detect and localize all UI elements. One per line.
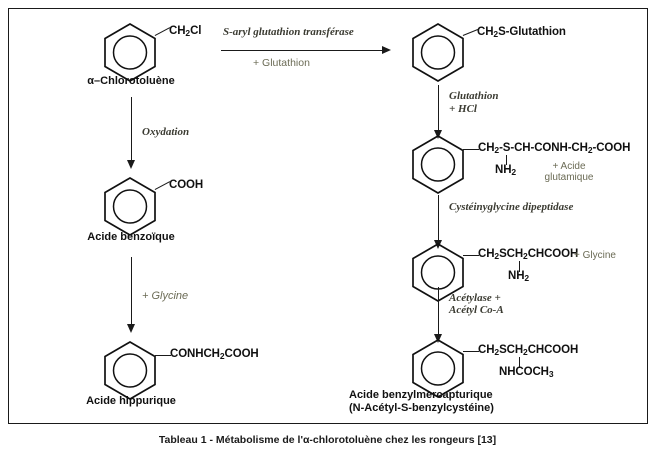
cofactor-glycine-left: + Glycine — [142, 290, 189, 302]
benzene-ring-chlorotoluene — [101, 21, 159, 83]
benzene-ring-hippuric-acid — [101, 339, 159, 401]
arrow-glycine-conjugation — [126, 257, 137, 333]
byproduct-glutamic-acid-line2: glutamique — [544, 172, 594, 183]
formula-s-glutathione: CH2S-Glutathion — [477, 26, 566, 39]
byproduct-glutamic-acid-line1: + Acide — [552, 161, 586, 172]
enzyme-glutathione-step-line1: Glutathion — [449, 90, 499, 102]
formula-cysteine-conjugate: CH2SCH2CHCOOH — [478, 248, 579, 261]
diagram-frame: CH2Cl α–Chlorotoluène Oxydation COOH Aci… — [8, 8, 648, 424]
formula-mercapturic-acid: CH2SCH2CHCOOH — [478, 344, 579, 357]
formula-acetamido-branch: NHCOCH3 — [499, 366, 554, 379]
label-mercapturic-acid-line2: (N-Acétyl-S-benzylcystéine) — [349, 402, 494, 414]
enzyme-acetylase-line1: Acétylase + — [449, 292, 501, 304]
enzyme-cysteinylglycine-dipeptidase: Cystéinyglycine dipeptidase — [449, 201, 574, 213]
bond-line-amine-branch-2 — [506, 155, 508, 165]
label-mercapturic-acid-line1: Acide benzylmercapturique — [349, 389, 493, 401]
formula-hippuric-acid: CONHCH2COOH — [170, 348, 259, 361]
arrow-glutathione-transferase — [221, 45, 391, 56]
arrow-acetylase — [433, 287, 444, 343]
bond-line-acetamido-branch — [519, 357, 521, 368]
bond-line-mercapturic-acid — [463, 351, 479, 353]
label-benzoic-acid: Acide benzoïque — [87, 231, 175, 243]
byproduct-glycine-right: + Glycine — [574, 250, 616, 261]
formula-amine-branch-3: NH2 — [508, 270, 530, 283]
formula-benzoic-acid: COOH — [169, 179, 204, 191]
bond-line-cysteine-conjugate — [463, 255, 479, 257]
enzyme-glutathione-transferase: S-aryl glutathion transférase — [223, 26, 354, 38]
benzene-ring-s-glutathione — [409, 21, 467, 83]
label-chlorotoluene: α–Chlorotoluène — [87, 75, 175, 87]
enzyme-oxydation: Oxydation — [142, 126, 190, 138]
label-hippuric-acid: Acide hippurique — [86, 395, 176, 407]
bond-line-hippuric-acid — [155, 355, 171, 357]
benzene-ring-glutathione-conjugate — [409, 133, 467, 195]
benzene-ring-mercapturic-acid — [409, 337, 467, 399]
formula-glutathione-conjugate: CH2-S-CH-CONH-CH2-COOH — [478, 142, 631, 155]
benzene-ring-benzoic-acid — [101, 175, 159, 237]
formula-chlorotoluene: CH2Cl — [169, 25, 202, 38]
cofactor-glutathione: + Glutathion — [253, 57, 310, 69]
enzyme-glutathione-step-line2: + HCl — [449, 103, 477, 115]
formula-amine-branch-2: NH2 — [495, 164, 517, 177]
arrow-oxydation — [126, 97, 137, 169]
figure-caption: Tableau 1 - Métabolisme de l'α-chlorotol… — [158, 434, 497, 446]
bond-line-glutathione-conjugate — [463, 149, 479, 151]
enzyme-acetylase-line2: Acétyl Co-A — [449, 304, 504, 316]
bond-line-amine-branch-3 — [519, 261, 521, 272]
arrow-glutathione-hcl — [433, 85, 444, 139]
